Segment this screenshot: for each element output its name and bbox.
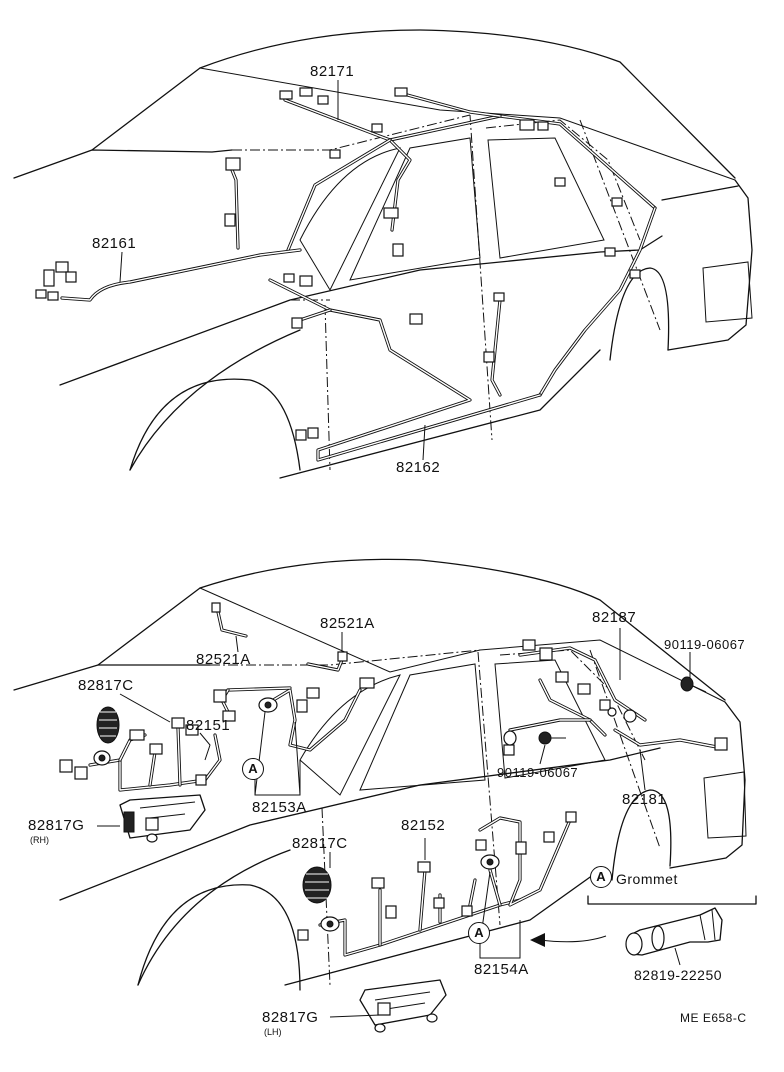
label-82171: 82171 [310, 63, 355, 80]
label-82181: 82181 [622, 791, 667, 808]
label-82817g-top: 82817G [28, 817, 85, 834]
label-82162: 82162 [396, 459, 441, 476]
clip-90119-right [680, 676, 707, 693]
bottom-harness-82181 [503, 639, 728, 756]
label-82817c-bottom: 82817C [292, 835, 348, 852]
bottom-harness-82154a [461, 811, 577, 917]
grommet-marker-a-right: A [468, 922, 490, 944]
bottom-harness-82151 [59, 717, 222, 792]
top-harness-82171 [279, 87, 657, 397]
grommet-arrow-head [530, 933, 545, 947]
label-90119-mid: 90119-06067 [497, 765, 579, 780]
grommet-82817c-bottom [302, 866, 332, 904]
label-82154a: 82154A [474, 961, 529, 978]
bottom-car-body [13, 558, 747, 991]
label-82819: 82819-22250 [634, 967, 723, 983]
label-82153a: 82153A [252, 799, 307, 816]
label-90119-right: 90119-06067 [664, 637, 746, 652]
bottom-harness-82152 [297, 861, 522, 957]
bracket-82817g-lh [359, 979, 447, 1033]
bottom-harness-82153a [213, 677, 375, 752]
top-harness-82162 [268, 247, 616, 462]
label-82187: 82187 [592, 609, 637, 626]
label-grommet: Grommet [616, 871, 678, 887]
grommet-marker-a-left: A [242, 758, 264, 780]
label-82521a-left: 82521A [196, 651, 251, 668]
grommet-82817c-top [96, 706, 120, 744]
label-82151: 82151 [186, 717, 231, 734]
grommet-arrow-line [539, 935, 607, 943]
top-harness-82161 [35, 157, 302, 302]
label-82817g-bottom: 82817G [262, 1009, 319, 1026]
reference-code: ME E658-C [680, 1011, 747, 1025]
label-82521a-right: 82521A [320, 615, 375, 632]
label-82161: 82161 [92, 235, 137, 252]
label-82152: 82152 [401, 817, 446, 834]
label-82817c-top: 82817C [78, 677, 134, 694]
grommet-detail-82819 [587, 895, 757, 966]
clip-90119-mid [538, 731, 566, 745]
bracket-82817g-rh [119, 794, 206, 843]
bottom-harness-82521a [211, 602, 348, 672]
label-rh-note: (RH) [30, 835, 49, 845]
label-lh-note: (LH) [264, 1027, 282, 1037]
top-car-body [13, 29, 753, 479]
grommet-marker-a-legend: A [590, 866, 612, 888]
